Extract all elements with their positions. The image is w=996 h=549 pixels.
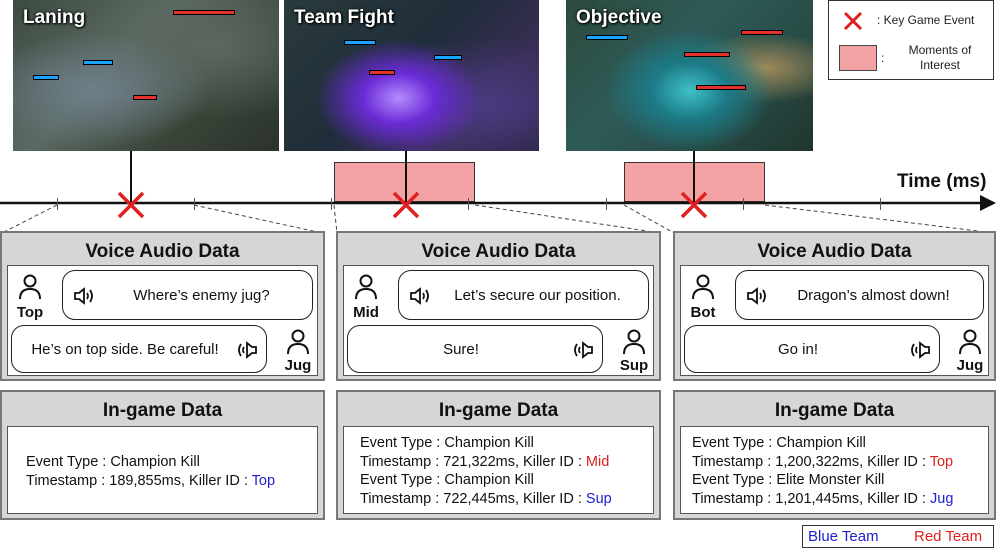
screenshot-teamfight: Team Fight: [284, 0, 539, 151]
killer-id: Jug: [930, 490, 954, 507]
speaker-icon: [74, 287, 93, 305]
timeline-tick: [331, 198, 332, 210]
speech-bubble: Where’s enemy jug?: [62, 270, 313, 320]
speech-bubble: He’s on top side. Be careful!: [11, 325, 267, 373]
person-icon: [692, 274, 714, 300]
person-icon: [623, 329, 645, 355]
voice-audio-panel: Voice Audio Data Bot Dragon’s almost dow…: [673, 231, 996, 381]
speech-bubble: Dragon’s almost down!: [735, 270, 984, 320]
ingame-panel: In-game Data Event Type : Champion Kill …: [0, 390, 325, 520]
timeline-tick: [57, 198, 58, 210]
panel-title: Voice Audio Data: [757, 241, 912, 262]
event-timestamp: Timestamp : 722,445ms, Killer ID :: [360, 490, 586, 507]
screenshot-title: Objective: [576, 7, 662, 28]
event-timestamp: Timestamp : 1,201,445ms, Killer ID :: [692, 490, 930, 507]
event-stem: [130, 151, 132, 204]
panel-title: In-game Data: [102, 400, 223, 421]
blue-team-label: Blue Team: [808, 528, 879, 545]
event-entry: Event Type : Champion Kill Timestamp : 7…: [360, 434, 612, 508]
zoom-guides: [1, 204, 995, 234]
speaker-role: Bot: [690, 304, 716, 321]
speech-text: Go in!: [777, 340, 819, 358]
event-stem: [693, 151, 695, 204]
screenshot-laning: Laning: [13, 0, 279, 151]
screenshot-title: Laning: [23, 7, 86, 28]
speaker-icon: [911, 341, 930, 359]
ingame-panel: In-game Data Event Type : Champion Kill …: [336, 390, 661, 520]
speech-text: Let’s secure our position.: [454, 286, 621, 304]
panel-title: Voice Audio Data: [85, 241, 240, 262]
timeline-tick: [194, 198, 195, 210]
legend: : Key Game Event : Moments of Interest: [828, 0, 994, 80]
speaker-role: Sup: [619, 357, 649, 374]
speaker-role: Mid: [353, 304, 379, 321]
speaker-icon: [574, 341, 593, 359]
panel-title: In-game Data: [438, 400, 559, 421]
legend-interest-swatch: [839, 45, 877, 71]
event-timestamp: Timestamp : 1,200,322ms, Killer ID :: [692, 453, 930, 470]
event-type: Event Type : Champion Kill: [692, 435, 866, 451]
speaker-icon: [747, 287, 766, 305]
speaker-icon: [410, 287, 429, 305]
cross-icon: [843, 11, 863, 31]
timeline-tick: [606, 198, 607, 210]
legend-key-event-label: : Key Game Event: [877, 13, 975, 27]
event-type: Event Type : Champion Kill: [360, 435, 534, 451]
person-icon: [959, 329, 981, 355]
key-event-cross-icon: [680, 191, 708, 219]
speech-text: Sure!: [443, 340, 479, 358]
screenshot-objective: Objective: [566, 0, 813, 151]
event-type: Event Type : Champion Kill: [360, 472, 534, 488]
dialogue-area: Top Where’s enemy jug? He’s on top side.…: [7, 265, 318, 376]
speech-text: Dragon’s almost down!: [797, 286, 950, 304]
timeline-tick: [468, 198, 469, 210]
legend-moments-label: Moments of Interest: [908, 43, 972, 72]
person-icon: [355, 274, 377, 300]
speaker-icon: [238, 341, 257, 359]
ingame-panel: In-game Data Event Type : Champion Kill …: [673, 390, 996, 520]
interest-region: [334, 162, 475, 202]
dialogue-area: Mid Let’s secure our position. Sure! Sup: [343, 265, 654, 376]
screenshot-title: Team Fight: [294, 7, 394, 28]
event-type: Event Type : Champion Kill: [26, 454, 200, 470]
voice-audio-panel: Voice Audio Data Mid Let’s secure our po…: [336, 231, 661, 381]
event-timestamp: Timestamp : 189,855ms, Killer ID :: [26, 472, 252, 489]
timeline-tick: [743, 198, 744, 210]
key-event-cross-icon: [392, 191, 420, 219]
speech-text: Where’s enemy jug?: [133, 286, 270, 304]
killer-id: Sup: [585, 490, 612, 507]
panel-title: Voice Audio Data: [421, 241, 576, 262]
killer-id: Top: [251, 472, 276, 489]
legend-colon: :: [881, 51, 885, 65]
speaker-role: Jug: [284, 357, 312, 374]
panel-title: In-game Data: [774, 400, 895, 421]
speech-text: He’s on top side. Be careful!: [31, 340, 219, 358]
timeline-label: Time (ms): [897, 171, 987, 192]
event-entry: Event Type : Champion Kill Timestamp : 1…: [26, 453, 275, 490]
killer-id: Mid: [585, 453, 610, 470]
event-type: Event Type : Elite Monster Kill: [692, 472, 885, 488]
speech-bubble: Let’s secure our position.: [398, 270, 649, 320]
dialogue-area: Bot Dragon’s almost down! Go in! Jug: [680, 265, 989, 376]
person-icon: [287, 329, 309, 355]
speaker-role: Top: [16, 304, 44, 321]
team-legend: Blue Team Red Team: [802, 525, 994, 548]
red-team-label: Red Team: [914, 528, 983, 545]
killer-id: Top: [929, 453, 954, 470]
speech-bubble: Go in!: [684, 325, 940, 373]
timeline-axis: [0, 195, 996, 211]
event-list: Event Type : Champion Kill Timestamp : 1…: [7, 426, 318, 514]
speaker-role: Jug: [956, 357, 984, 374]
event-list: Event Type : Champion Kill Timestamp : 1…: [680, 426, 989, 514]
event-timestamp: Timestamp : 721,322ms, Killer ID :: [360, 453, 586, 470]
speech-bubble: Sure!: [347, 325, 603, 373]
event-stem: [405, 151, 407, 204]
event-list: Event Type : Champion Kill Timestamp : 7…: [343, 426, 654, 514]
event-entry: Event Type : Champion Kill Timestamp : 1…: [692, 434, 953, 508]
person-icon: [19, 274, 41, 300]
timeline-tick: [880, 198, 881, 210]
voice-audio-panel: Voice Audio Data Top Where’s enemy jug? …: [0, 231, 325, 381]
key-event-cross-icon: [117, 191, 145, 219]
